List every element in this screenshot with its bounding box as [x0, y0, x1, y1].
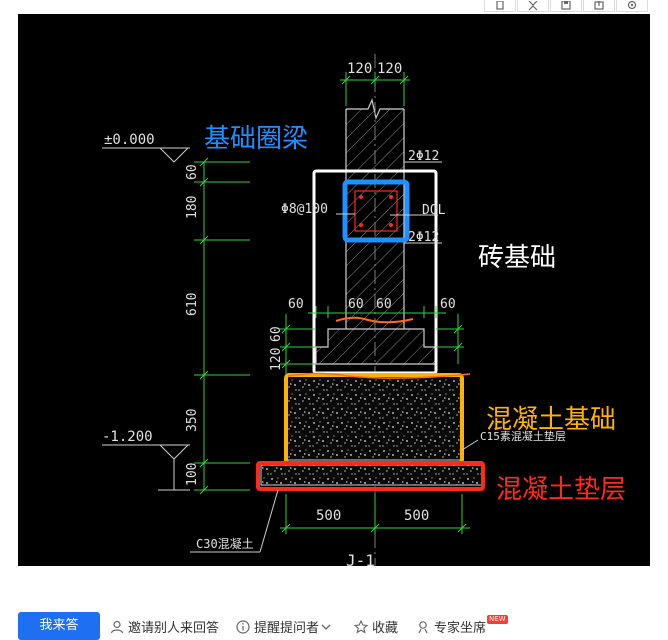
expert-seat-link[interactable]: 专家坐席 NEW [416, 615, 508, 636]
concrete-note: C30混凝土 [196, 536, 254, 551]
elevation-bottom: -1.200 [102, 429, 153, 445]
remind-label: 提醒提问者 [254, 621, 320, 636]
dim-500-left: 500 [316, 508, 341, 524]
step-dimension [308, 306, 446, 318]
expand-button[interactable] [517, 0, 549, 12]
beam-highlight-box [342, 179, 410, 243]
info-icon [236, 619, 250, 634]
answer-button[interactable]: 我来答 [18, 612, 100, 640]
save-button[interactable] [550, 0, 582, 12]
expert-icon [418, 620, 428, 633]
cushion-highlight-box [256, 461, 485, 491]
elevation-marker [102, 147, 190, 491]
step-dim-b: 60 [348, 297, 364, 312]
foundation-section-drawing: 120 120 ±0.000 -1.200 2Φ12 2Φ12 Φ8@100 D… [102, 54, 626, 566]
dim-500-right: 500 [404, 508, 429, 524]
image-toolbar [484, 0, 649, 12]
stirrup-label: Φ8@100 [281, 202, 328, 217]
dim-top-right: 120 [377, 61, 402, 77]
star-icon [354, 619, 368, 634]
export-button[interactable] [583, 0, 615, 12]
hand-mark [287, 372, 471, 379]
step-dim-c: 60 [376, 297, 392, 312]
favorite-label: 收藏 [372, 621, 399, 636]
rebar-dot [359, 223, 363, 227]
bed-note: C15素混凝土垫层 [480, 429, 566, 443]
invite-link[interactable]: 邀请别人来回答 [110, 617, 219, 636]
concrete-foundation-fill [285, 374, 463, 461]
beam-code-label: DQL [422, 203, 446, 218]
hand-mark [335, 316, 414, 324]
favorite-button[interactable]: 收藏 [354, 617, 398, 636]
rebar-dot [389, 223, 393, 227]
rebar-dot [389, 195, 393, 199]
rebar-bottom-label: 2Φ12 [408, 230, 439, 245]
wall-break-line [346, 98, 404, 120]
beam-annotation: 基础圈梁 [204, 124, 308, 154]
dim-610: 610 [185, 293, 200, 316]
cad-drawing: 120 120 ±0.000 -1.200 2Φ12 2Φ12 Φ8@100 D… [18, 14, 650, 566]
dim-100: 100 [185, 463, 200, 486]
remind-dropdown[interactable]: 提醒提问者 [236, 617, 331, 636]
leader-lines [190, 161, 479, 553]
user-icon [110, 620, 124, 633]
step-dim-d: 60 [440, 297, 456, 312]
vertical-dimension [194, 157, 464, 495]
brick-step-hatch [315, 328, 437, 365]
top-dimension [340, 72, 410, 106]
new-badge: NEW [487, 615, 508, 624]
step-dim-a: 60 [288, 297, 304, 312]
dim-top-left: 120 [347, 61, 372, 77]
cushion-annotation: 混凝土垫层 [496, 475, 626, 505]
drawing-id: J-1 [346, 551, 375, 566]
copy-button[interactable] [484, 0, 516, 12]
export-icon [594, 1, 604, 10]
dim-350: 350 [185, 409, 200, 432]
concrete-annotation: 混凝土基础 [486, 405, 616, 435]
brick-annotation: 砖基础 [478, 243, 556, 273]
cushion-fill [260, 464, 484, 486]
settings-button[interactable] [616, 0, 648, 12]
expand-icon [528, 1, 538, 11]
expert-label: 专家坐席 [434, 621, 487, 636]
bottom-dimension [280, 494, 470, 534]
save-icon [561, 1, 571, 10]
dim-120: 120 [269, 348, 284, 371]
settings-icon [627, 1, 637, 10]
rebar-dot [359, 195, 363, 199]
stirrup-rebar [354, 190, 398, 232]
dim-60-mid: 60 [269, 326, 284, 342]
rebar-top-label: 2Φ12 [408, 149, 439, 164]
dim-60-top: 60 [185, 164, 200, 180]
elevation-top: ±0.000 [104, 132, 155, 148]
invite-label: 邀请别人来回答 [128, 621, 220, 636]
copy-icon [496, 1, 504, 10]
dim-180: 180 [185, 196, 200, 219]
chevron-down-icon [321, 624, 331, 630]
answer-actions-bar: 我来答 邀请别人来回答 提醒提问者 收藏 专家坐席 NEW [0, 604, 668, 640]
